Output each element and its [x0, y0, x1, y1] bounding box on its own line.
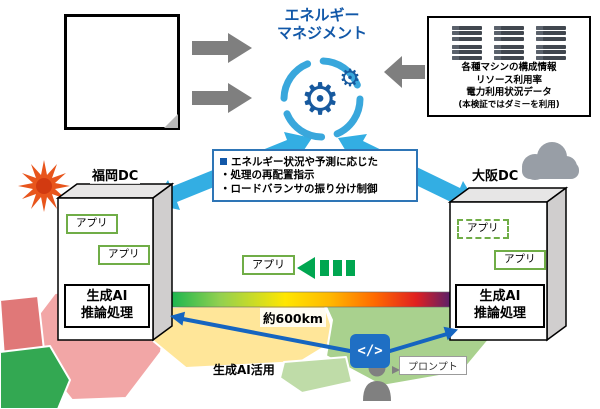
- fukuoka-dc-label: 福岡DC: [90, 165, 141, 184]
- server-icon: [536, 43, 566, 61]
- prompt-arrow-icon: [392, 366, 400, 374]
- gear-cycle-icon: ⚙ ⚙: [280, 57, 364, 141]
- telemetry-line-3: 電力利用状況データ: [466, 87, 552, 99]
- sun-icon: [18, 160, 70, 212]
- control-item-2: ・ロードバランサの振り分け制御: [220, 182, 378, 195]
- osaka-dc-label: 大阪DC: [470, 165, 521, 184]
- fukuoka-engine-line1: 生成AI: [86, 289, 128, 304]
- control-item-1: ・処理の再配置指示: [220, 169, 315, 181]
- telemetry-panel: 各種マシンの構成情報 リソース利用率 電力利用状況データ (本検証ではダミーを利…: [427, 16, 591, 117]
- server-rack-row: [431, 43, 587, 61]
- document-panel: [64, 14, 180, 130]
- control-instructions-panel: エネルギー状況や予測に応じた ・処理の再配置指示 ・ロードバランサの振り分け制御: [212, 149, 418, 203]
- server-rack-row: [431, 24, 587, 42]
- control-title: エネルギー状況や予測に応じた: [231, 156, 378, 168]
- prompt-label: プロンプト: [399, 356, 467, 375]
- fukuoka-app-1: アプリ: [66, 214, 118, 234]
- server-icon: [452, 24, 482, 42]
- cloud-icon: [522, 142, 579, 180]
- center-title: エネルギー マネジメント: [252, 6, 392, 42]
- osaka-genai-engine: 生成AI 推論処理: [455, 284, 545, 328]
- server-icon: [494, 43, 524, 61]
- migrating-app: アプリ: [242, 255, 295, 276]
- flow-arrows: [192, 33, 425, 113]
- request-arrows: [170, 311, 458, 353]
- code-icon: </>: [350, 334, 390, 368]
- fukuoka-genai-engine: 生成AI 推論処理: [64, 284, 150, 328]
- genai-usage-label: 生成AI活用: [213, 363, 275, 377]
- osaka-app-2: アプリ: [494, 250, 546, 270]
- bullet-square-icon: [220, 158, 227, 165]
- distance-label: 約600km: [260, 308, 326, 327]
- page-fold-icon: [164, 114, 178, 128]
- arrow-left-from-telemetry-icon: [384, 56, 425, 88]
- svg-text:⚙: ⚙: [339, 64, 361, 92]
- migration-arrow-icon: [297, 257, 355, 279]
- center-title-line1: エネルギー: [284, 6, 360, 24]
- control-title-row: エネルギー状況や予測に応じた: [220, 154, 410, 169]
- server-icon: [452, 43, 482, 61]
- osaka-engine-line1: 生成AI: [479, 289, 521, 304]
- server-icon: [536, 24, 566, 42]
- telemetry-line-1: 各種マシンの構成情報: [461, 62, 557, 73]
- fukuoka-engine-line2: 推論処理: [80, 305, 133, 321]
- svg-text:⚙: ⚙: [300, 74, 339, 125]
- telemetry-line-2: リソース利用率: [475, 74, 543, 86]
- map-region-corner-green: [0, 345, 71, 409]
- osaka-engine-line2: 推論処理: [473, 305, 526, 321]
- arrow-right-top-icon: [192, 33, 252, 63]
- telemetry-line-4: (本検証ではダミーを利用): [458, 99, 560, 110]
- osaka-app-1: アプリ: [457, 219, 509, 239]
- fukuoka-app-2: アプリ: [98, 245, 150, 265]
- server-icon: [494, 24, 524, 42]
- energy-gradient-bar: [159, 291, 459, 308]
- map-region-shikoku: [279, 356, 353, 394]
- arrow-right-bottom-icon: [192, 83, 252, 113]
- center-title-line2: マネジメント: [276, 24, 367, 42]
